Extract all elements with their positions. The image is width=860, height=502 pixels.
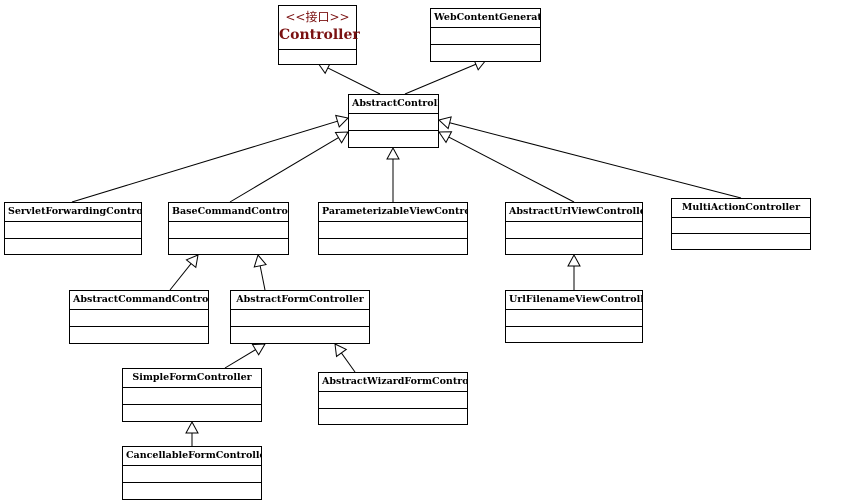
edge-urlview-to-abstract: [448, 136, 575, 203]
attributes-compartment: [231, 310, 369, 327]
attributes-compartment: [506, 222, 642, 239]
attributes-compartment: [70, 310, 208, 327]
attributes-compartment: [319, 392, 467, 409]
edge-abscmd-to-basecmd: [169, 263, 192, 291]
edge-urlview-to-abstract-arrowhead: [438, 131, 453, 144]
class-name: AbstractUrlViewController: [506, 203, 642, 222]
controller-interface-body: [279, 50, 356, 64]
abstractcontroller-class-box[interactable]: AbstractController: [348, 94, 439, 148]
basecommandcontroller-class-box[interactable]: BaseCommandController: [168, 202, 289, 255]
edge-wizard-to-absform: [340, 352, 356, 373]
operations-compartment: [349, 131, 438, 147]
operations-compartment: [169, 239, 288, 255]
operations-compartment: [231, 327, 369, 343]
urlfilenameviewcontroller-class-box[interactable]: UrlFilenameViewController: [505, 290, 643, 343]
edge-basecmd-to-abstract-arrowhead: [334, 131, 349, 144]
operations-compartment: [506, 327, 642, 343]
abstractcommandcontroller-class-box[interactable]: AbstractCommandController: [69, 290, 209, 344]
class-name: WebContentGenerator: [431, 9, 540, 28]
attributes-compartment: [506, 310, 642, 327]
class-name: AbstractController: [349, 95, 438, 114]
interface-name: Controller: [279, 27, 360, 43]
attributes-compartment: [123, 388, 261, 405]
attributes-compartment: [672, 218, 810, 234]
cancellableformcontroller-class-box[interactable]: CancellableFormController: [122, 446, 262, 500]
edge-simple-to-absform-arrowhead: [251, 343, 266, 356]
abstractformcontroller-class-box[interactable]: AbstractFormController: [230, 290, 370, 344]
multiactioncontroller-class-box[interactable]: MultiActionController: [671, 198, 811, 250]
attributes-compartment: [5, 222, 141, 239]
edge-abstract-to-webcontent: [404, 63, 477, 95]
edge-basecmd-to-abstract: [229, 137, 339, 203]
edge-servlet-to-abstract: [71, 120, 338, 203]
class-name: MultiActionController: [672, 199, 810, 218]
attributes-compartment: [319, 222, 467, 239]
operations-compartment: [319, 409, 467, 425]
edge-simple-to-absform: [224, 349, 256, 369]
edge-wizard-to-absform-arrowhead: [334, 343, 348, 358]
edge-urlfile-to-urlview-arrowhead: [567, 253, 581, 267]
interface-stereotype: <<接口>>: [285, 10, 350, 24]
class-name: AbstractFormController: [231, 291, 369, 310]
controller-interface-box[interactable]: <<接口>> Controller: [278, 5, 360, 65]
edge-absform-to-basecmd: [259, 265, 266, 291]
edge-absform-to-basecmd-arrowhead: [253, 253, 267, 268]
controller-interface-header: <<接口>> Controller: [279, 6, 360, 50]
class-name: AbstractCommandController: [70, 291, 208, 310]
class-name: UrlFilenameViewController: [506, 291, 642, 310]
edge-multi-to-abstract-arrowhead: [437, 116, 452, 130]
simpleformcontroller-class-box[interactable]: SimpleFormController: [122, 368, 262, 422]
abstractwizardformcontroller-class-box[interactable]: AbstractWizardFormController: [318, 372, 468, 425]
class-name: CancellableFormController: [123, 447, 261, 466]
class-name: BaseCommandController: [169, 203, 288, 222]
operations-compartment: [123, 405, 261, 421]
operations-compartment: [319, 239, 467, 255]
edge-cancel-to-simple-arrowhead: [185, 420, 199, 434]
class-name: ServletForwardingController: [5, 203, 141, 222]
edge-multi-to-abstract: [449, 122, 742, 199]
attributes-compartment: [349, 114, 438, 131]
attributes-compartment: [169, 222, 288, 239]
operations-compartment: [672, 234, 810, 249]
edge-abscmd-to-basecmd-arrowhead: [185, 254, 199, 269]
abstracturlviewcontroller-class-box[interactable]: AbstractUrlViewController: [505, 202, 643, 255]
operations-compartment: [506, 239, 642, 255]
edge-abstract-to-controller: [327, 67, 381, 95]
class-name: SimpleFormController: [123, 369, 261, 388]
attributes-compartment: [431, 28, 540, 45]
class-name: AbstractWizardFormController: [319, 373, 467, 392]
operations-compartment: [431, 45, 540, 61]
webcontentgenerator-class-box[interactable]: WebContentGenerator: [430, 8, 541, 62]
servletforwardingcontroller-class-box[interactable]: ServletForwardingController: [4, 202, 142, 255]
operations-compartment: [70, 327, 208, 343]
edge-param-to-abstract-arrowhead: [386, 146, 400, 160]
class-name: ParameterizableViewController: [319, 203, 467, 222]
edge-servlet-to-abstract-arrowhead: [335, 114, 349, 128]
operations-compartment: [5, 239, 141, 255]
attributes-compartment: [123, 466, 261, 483]
parameterizableviewcontroller-class-box[interactable]: ParameterizableViewController: [318, 202, 468, 255]
operations-compartment: [123, 483, 261, 499]
